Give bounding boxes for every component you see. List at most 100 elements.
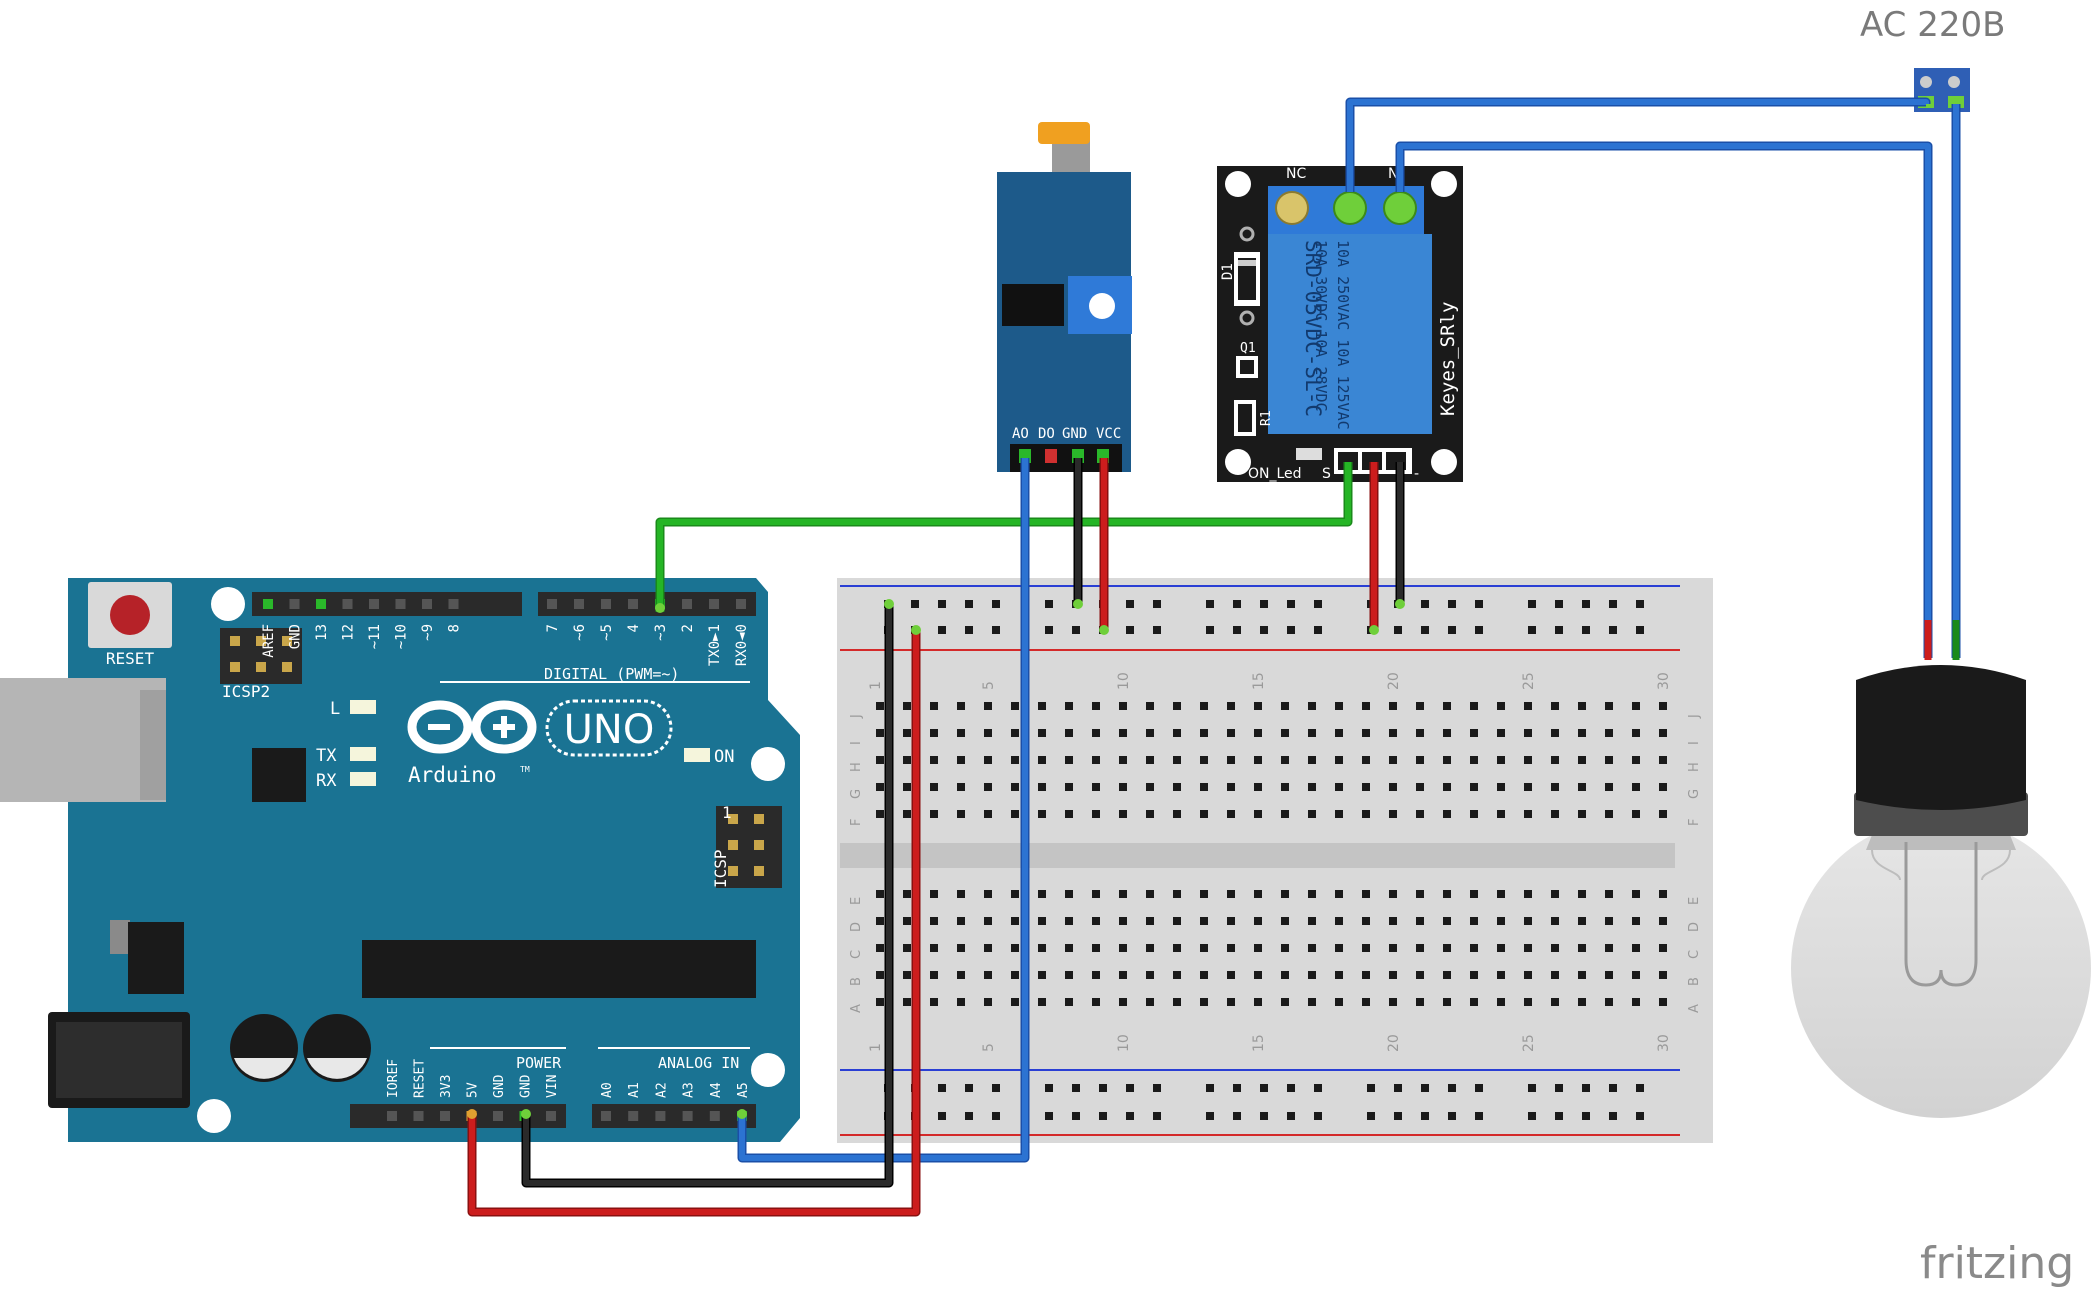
breadboard-hole[interactable] — [1416, 890, 1424, 898]
breadboard-rail-hole[interactable] — [1448, 1112, 1456, 1120]
breadboard-rail-hole[interactable] — [1475, 1084, 1483, 1092]
breadboard-hole[interactable] — [1416, 810, 1424, 818]
breadboard-rail-hole[interactable] — [911, 600, 919, 608]
breadboard-hole[interactable] — [1335, 702, 1343, 710]
breadboard-hole[interactable] — [1443, 756, 1451, 764]
breadboard-hole[interactable] — [1038, 756, 1046, 764]
breadboard-hole[interactable] — [1632, 944, 1640, 952]
breadboard-hole[interactable] — [1092, 810, 1100, 818]
breadboard-hole[interactable] — [903, 944, 911, 952]
breadboard-hole[interactable] — [1443, 702, 1451, 710]
breadboard-hole[interactable] — [1308, 756, 1316, 764]
breadboard-rail-hole[interactable] — [1475, 626, 1483, 634]
breadboard-hole[interactable] — [1443, 998, 1451, 1006]
breadboard-hole[interactable] — [1632, 890, 1640, 898]
breadboard-hole[interactable] — [1065, 702, 1073, 710]
breadboard-rail-hole[interactable] — [1394, 1084, 1402, 1092]
breadboard-hole[interactable] — [1335, 971, 1343, 979]
breadboard-rail-hole[interactable] — [1126, 600, 1134, 608]
breadboard-rail-hole[interactable] — [1045, 1112, 1053, 1120]
breadboard-hole[interactable] — [1551, 810, 1559, 818]
breadboard-rail-hole[interactable] — [1045, 600, 1053, 608]
breadboard-hole[interactable] — [1146, 756, 1154, 764]
breadboard-hole[interactable] — [957, 998, 965, 1006]
breadboard-hole[interactable] — [903, 702, 911, 710]
breadboard-hole[interactable] — [876, 917, 884, 925]
breadboard-hole[interactable] — [876, 810, 884, 818]
breadboard-rail-hole[interactable] — [1072, 626, 1080, 634]
breadboard-hole[interactable] — [1659, 810, 1667, 818]
breadboard-hole[interactable] — [1038, 702, 1046, 710]
breadboard-hole[interactable] — [1092, 971, 1100, 979]
breadboard-rail-hole[interactable] — [1287, 1112, 1295, 1120]
breadboard-hole[interactable] — [1254, 756, 1262, 764]
breadboard-hole[interactable] — [1254, 702, 1262, 710]
breadboard-hole[interactable] — [1524, 702, 1532, 710]
breadboard-hole[interactable] — [876, 971, 884, 979]
breadboard-hole[interactable] — [1146, 971, 1154, 979]
breadboard-hole[interactable] — [1200, 783, 1208, 791]
breadboard-hole[interactable] — [1227, 702, 1235, 710]
breadboard-rail-hole[interactable] — [1555, 1112, 1563, 1120]
breadboard-hole[interactable] — [1281, 998, 1289, 1006]
breadboard-rail-hole[interactable] — [1314, 1112, 1322, 1120]
breadboard-hole[interactable] — [1362, 998, 1370, 1006]
breadboard-hole[interactable] — [1146, 917, 1154, 925]
digital-pin[interactable] — [601, 599, 611, 609]
breadboard-hole[interactable] — [1227, 890, 1235, 898]
breadboard-hole[interactable] — [957, 971, 965, 979]
breadboard-hole[interactable] — [1659, 998, 1667, 1006]
breadboard-rail-hole[interactable] — [1072, 1084, 1080, 1092]
breadboard-rail-hole[interactable] — [1394, 626, 1402, 634]
breadboard-hole[interactable] — [1200, 810, 1208, 818]
breadboard-rail-hole[interactable] — [1582, 600, 1590, 608]
breadboard-hole[interactable] — [1011, 783, 1019, 791]
power-pin[interactable] — [440, 1111, 450, 1121]
breadboard-hole[interactable] — [903, 917, 911, 925]
breadboard-hole[interactable] — [1092, 729, 1100, 737]
breadboard-hole[interactable] — [1335, 917, 1343, 925]
breadboard-hole[interactable] — [1011, 756, 1019, 764]
breadboard-hole[interactable] — [1470, 702, 1478, 710]
breadboard-hole[interactable] — [1578, 944, 1586, 952]
breadboard-hole[interactable] — [1632, 729, 1640, 737]
digital-pin[interactable] — [422, 599, 432, 609]
breadboard-rail-hole[interactable] — [1206, 626, 1214, 634]
breadboard-hole[interactable] — [1578, 998, 1586, 1006]
breadboard-hole[interactable] — [1281, 756, 1289, 764]
breadboard-rail-hole[interactable] — [1314, 1084, 1322, 1092]
analog-pin[interactable] — [709, 1111, 720, 1121]
breadboard-hole[interactable] — [1308, 783, 1316, 791]
breadboard-rail-hole[interactable] — [1448, 600, 1456, 608]
breadboard-rail-hole[interactable] — [1287, 600, 1295, 608]
breadboard-hole[interactable] — [1146, 810, 1154, 818]
breadboard-hole[interactable] — [903, 810, 911, 818]
reset-button-cap[interactable] — [110, 595, 150, 635]
breadboard-hole[interactable] — [930, 810, 938, 818]
breadboard-hole[interactable] — [1659, 944, 1667, 952]
breadboard-rail-hole[interactable] — [1126, 626, 1134, 634]
breadboard-hole[interactable] — [1389, 890, 1397, 898]
breadboard-hole[interactable] — [957, 890, 965, 898]
breadboard-hole[interactable] — [1335, 890, 1343, 898]
breadboard-hole[interactable] — [984, 944, 992, 952]
breadboard-hole[interactable] — [1605, 783, 1613, 791]
breadboard-rail-hole[interactable] — [1555, 626, 1563, 634]
breadboard-hole[interactable] — [1389, 917, 1397, 925]
digital-pin[interactable] — [316, 599, 326, 609]
breadboard-rail-hole[interactable] — [1582, 1084, 1590, 1092]
digital-pin[interactable] — [547, 599, 557, 609]
breadboard-hole[interactable] — [1173, 971, 1181, 979]
breadboard-hole[interactable] — [984, 702, 992, 710]
analog-pin[interactable] — [601, 1111, 611, 1121]
breadboard-hole[interactable] — [957, 810, 965, 818]
breadboard-hole[interactable] — [1065, 729, 1073, 737]
breadboard-rail-hole[interactable] — [938, 600, 946, 608]
breadboard-rail-hole[interactable] — [1448, 626, 1456, 634]
breadboard-hole[interactable] — [1011, 944, 1019, 952]
breadboard-hole[interactable] — [1632, 783, 1640, 791]
breadboard-hole[interactable] — [1227, 971, 1235, 979]
breadboard-hole[interactable] — [1173, 998, 1181, 1006]
breadboard-hole[interactable] — [1497, 756, 1505, 764]
breadboard-hole[interactable] — [1470, 917, 1478, 925]
